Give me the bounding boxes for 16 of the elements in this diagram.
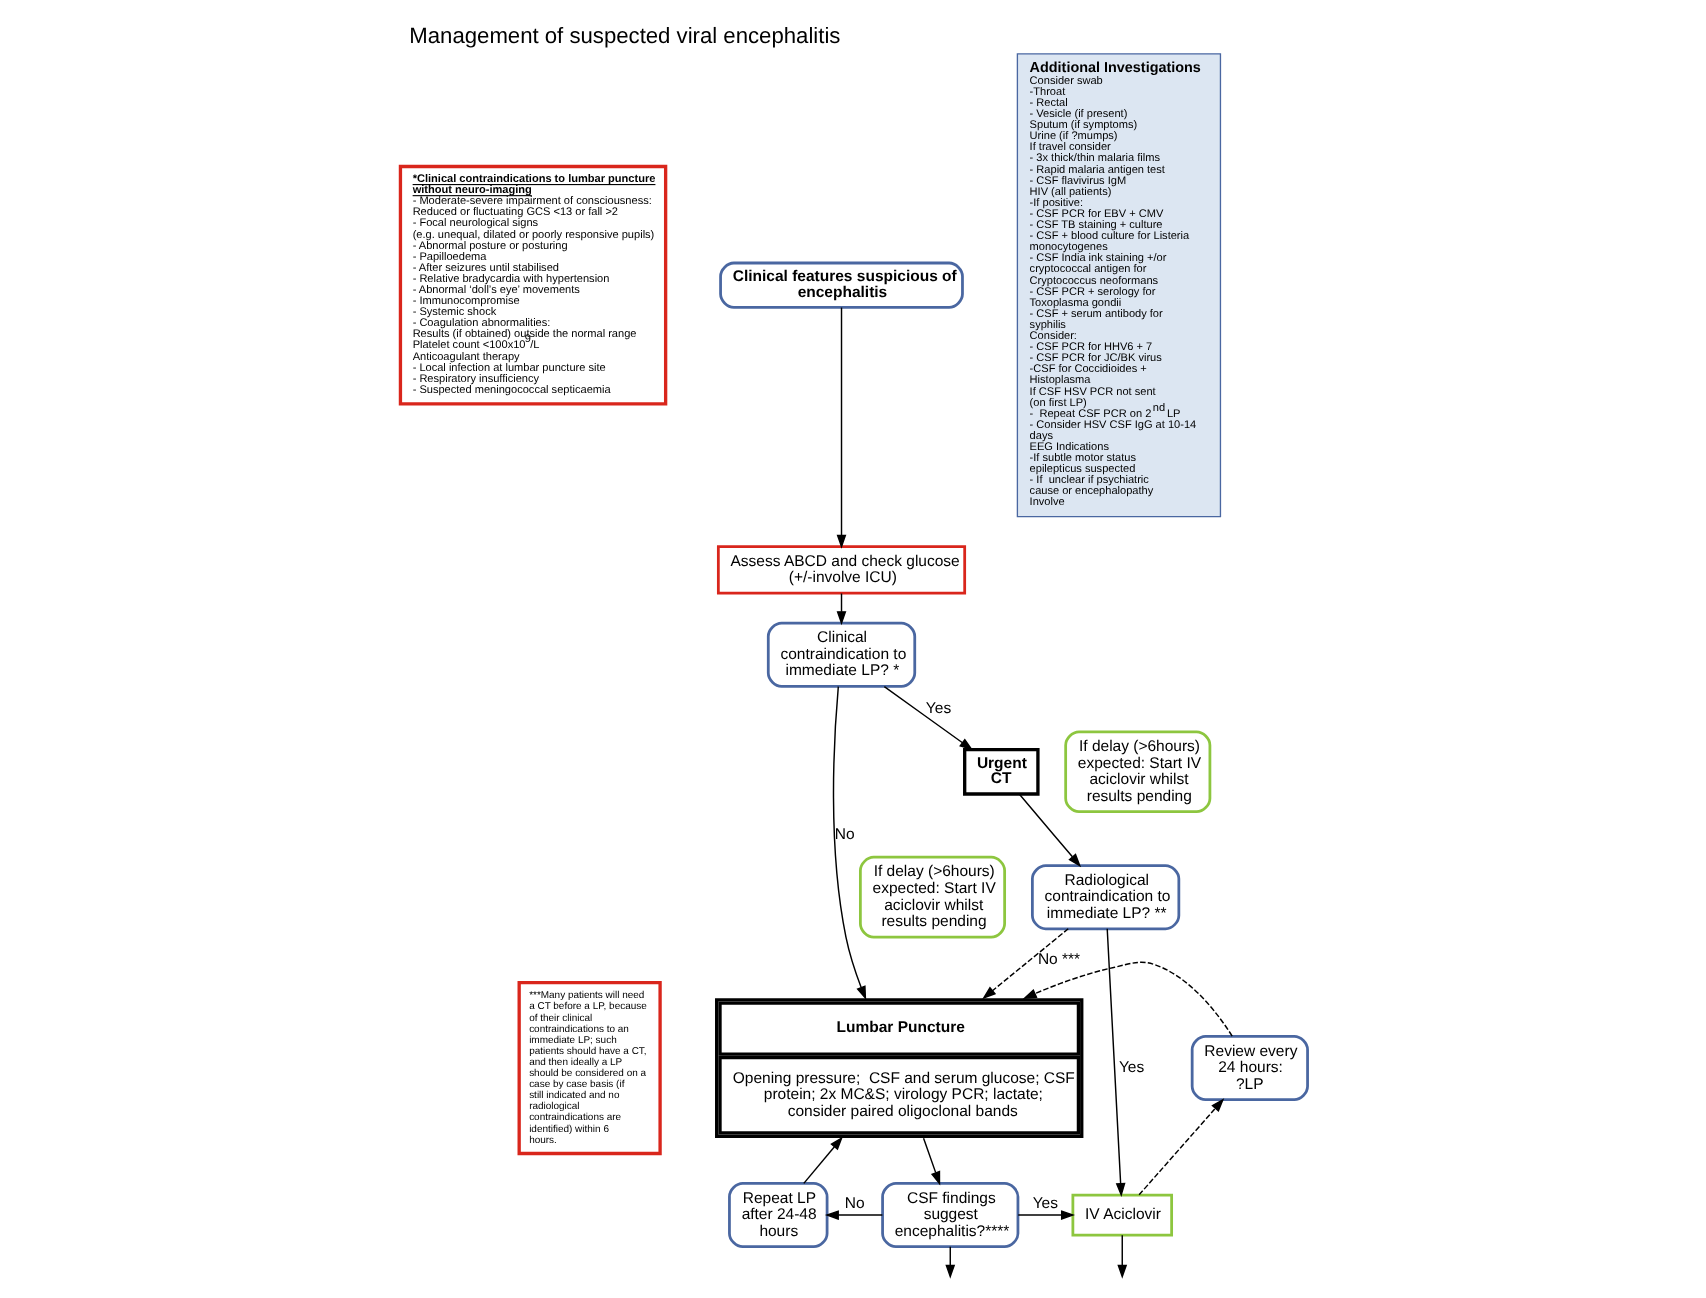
arrow <box>882 685 973 751</box>
arrow <box>835 592 846 626</box>
diagram-title: Management of suspected viral encephalitis <box>408 24 840 49</box>
arrow <box>823 1210 883 1220</box>
arrow <box>1105 928 1125 1197</box>
arrow <box>802 1136 842 1185</box>
arrow <box>1016 1210 1074 1220</box>
arrow <box>831 685 866 1001</box>
arrow <box>835 306 846 549</box>
arrow <box>1021 961 1232 1037</box>
arrow <box>921 1137 940 1186</box>
arrow <box>1017 793 1081 868</box>
arrow <box>981 928 1068 1000</box>
arrow <box>944 1246 955 1279</box>
arrow <box>1116 1234 1127 1279</box>
arrow <box>1137 1098 1224 1196</box>
